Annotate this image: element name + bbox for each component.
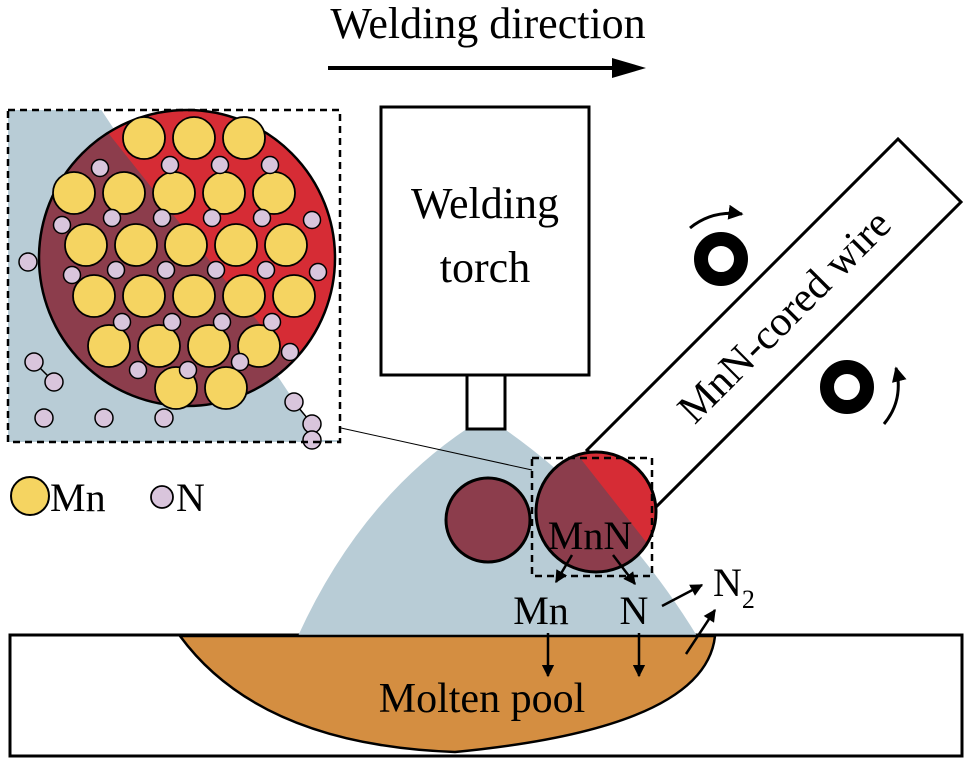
n-atom: [252, 208, 272, 228]
mn-atom: [102, 171, 146, 215]
mn-atom: [204, 366, 248, 410]
mn-atom: [187, 324, 231, 368]
n-atom: [62, 265, 82, 285]
n-atom: [210, 155, 230, 175]
n-atom: [280, 342, 300, 362]
arrow-to-mn: [554, 554, 574, 584]
n-atom: [302, 430, 322, 450]
n-atom: [162, 312, 182, 332]
mn-atom: [137, 324, 181, 368]
arrow-n-to-n2: [661, 583, 704, 608]
n-atom: [44, 372, 64, 392]
mn-atom: [214, 223, 258, 267]
torch-nozzle: [465, 373, 507, 431]
n-atom: [24, 352, 44, 372]
feed-roller-icon: [694, 232, 748, 286]
product-n2-sub: 2: [742, 585, 755, 614]
zoom-connector: [340, 427, 533, 471]
mn-atom: [172, 116, 216, 160]
legend-n-swatch: [150, 485, 174, 509]
n-atom: [154, 408, 174, 428]
n-atom: [308, 262, 328, 282]
product-n: N: [620, 588, 649, 633]
n-atom-group: [18, 155, 328, 450]
n-atom: [284, 392, 304, 412]
product-n2-base: N: [713, 560, 742, 605]
mn-atom: [172, 274, 216, 318]
n-atom: [128, 360, 148, 380]
title-text: Welding direction: [330, 0, 645, 48]
n-atom: [206, 260, 226, 280]
mn-atom: [222, 116, 266, 160]
n-atom: [156, 260, 176, 280]
n-atom: [112, 312, 132, 332]
rotation-arrow-icon: [689, 204, 744, 230]
n-atom: [212, 312, 232, 332]
mn-atom: [237, 324, 281, 368]
n-atom: [302, 210, 322, 230]
n-atom: [178, 360, 198, 380]
legend-mn-swatch: [10, 476, 50, 516]
torch-label-line2: torch: [440, 243, 530, 292]
magnified-inset: [6, 108, 342, 450]
n-atom: [202, 208, 222, 228]
droplet-label: MnN: [548, 513, 632, 558]
product-n2: N2: [713, 560, 755, 614]
mn-atom: [252, 171, 296, 215]
mn-atom: [164, 223, 208, 267]
n-atom: [152, 208, 172, 228]
pool-label: Molten pool: [379, 676, 586, 722]
feed-roller-icon: [820, 360, 874, 414]
mn-atom: [52, 171, 96, 215]
n-atom: [102, 208, 122, 228]
molten-pool: [177, 634, 717, 754]
mn-atom: [87, 324, 131, 368]
welding-torch: [379, 105, 591, 377]
mn-atom: [122, 116, 166, 160]
mn-atom: [202, 171, 246, 215]
mn-atom: [114, 223, 158, 267]
n-atom: [106, 260, 126, 280]
n-atom: [18, 252, 38, 272]
legend-n-label: N: [176, 475, 205, 520]
mn-atom: [72, 274, 116, 318]
mn-atom: [264, 223, 308, 267]
inset-border: [6, 108, 342, 444]
n-atom: [160, 155, 180, 175]
legend-mn-label: Mn: [50, 475, 106, 520]
arrow-right-icon: [328, 58, 646, 78]
mn-atom: [122, 274, 166, 318]
mn-atom-group: [52, 116, 316, 410]
arrow-pool-to-n2: [684, 608, 717, 655]
mn-atom: [64, 223, 108, 267]
n-atom: [52, 215, 72, 235]
n-atom: [94, 408, 114, 428]
torch-label-line1: Welding: [411, 179, 559, 228]
mn-atom: [222, 274, 266, 318]
detached-droplet: [444, 476, 532, 564]
mn-atom: [152, 171, 196, 215]
mn-atom: [272, 274, 316, 318]
n-atom: [262, 312, 282, 332]
legend: Mn N: [10, 475, 205, 520]
n-atom: [256, 260, 276, 280]
n-atom: [34, 408, 54, 428]
zoom-box: [530, 456, 654, 578]
rotation-arrow-icon: [882, 366, 907, 425]
n-atom: [230, 352, 250, 372]
n-atom: [90, 158, 110, 178]
arrow-to-n: [612, 554, 636, 585]
n-atom: [260, 155, 280, 175]
product-mn: Mn: [513, 588, 569, 633]
